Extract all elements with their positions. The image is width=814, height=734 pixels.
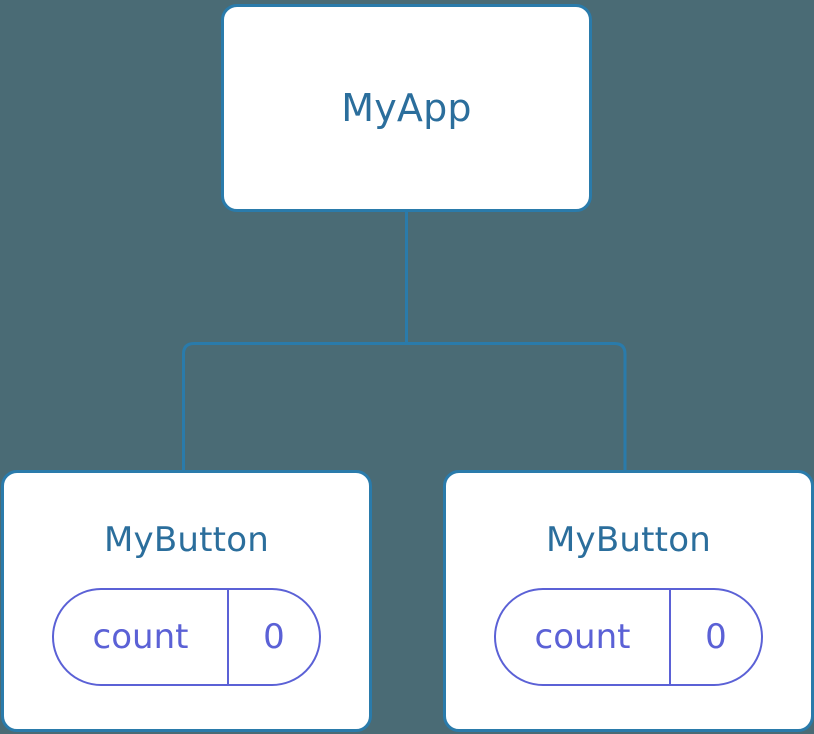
connector-branch-left — [182, 342, 407, 472]
state-key-label: count — [534, 617, 631, 657]
node-title: MyButton — [104, 520, 269, 560]
node-title: MyButton — [546, 520, 711, 560]
state-pill[interactable]: count 0 — [494, 588, 763, 686]
node-mybutton-2[interactable]: MyButton count 0 — [443, 470, 814, 732]
node-title: MyApp — [341, 86, 472, 130]
state-pill[interactable]: count 0 — [52, 588, 321, 686]
state-value-cell: 0 — [671, 590, 761, 684]
state-value-label: 0 — [263, 617, 285, 657]
state-value-cell: 0 — [229, 590, 319, 684]
node-mybutton-1[interactable]: MyButton count 0 — [1, 470, 372, 732]
state-value-label: 0 — [705, 617, 727, 657]
state-key-label: count — [92, 617, 189, 657]
state-key-cell: count — [496, 590, 671, 684]
state-key-cell: count — [54, 590, 229, 684]
connector-branch-right — [406, 342, 627, 472]
node-myapp[interactable]: MyApp — [221, 4, 592, 212]
